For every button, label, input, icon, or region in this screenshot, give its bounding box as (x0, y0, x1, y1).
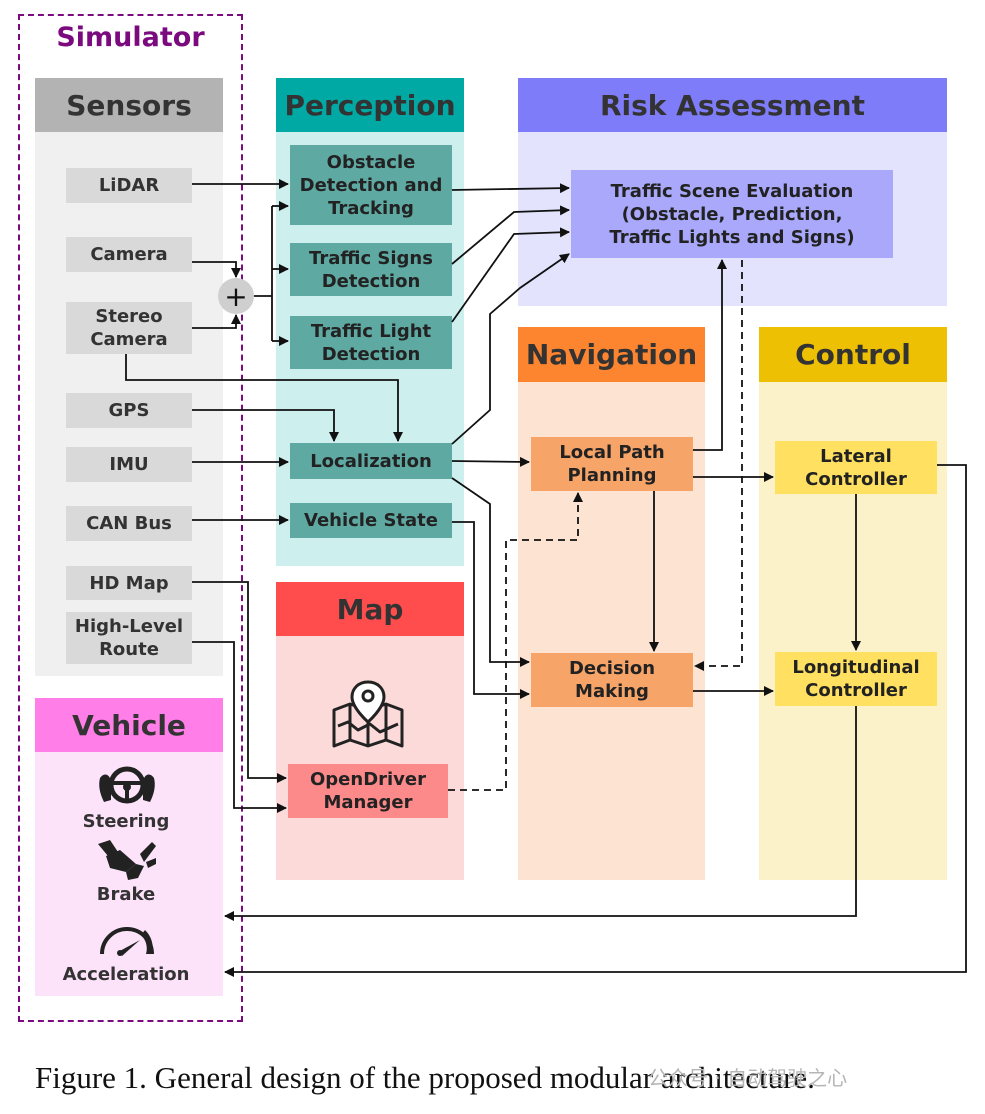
obstacle-detection-box: Obstacle Detection and Tracking (290, 145, 452, 225)
control-panel (759, 327, 947, 880)
traffic-light-detection-box: Traffic Light Detection (290, 316, 452, 369)
figure-caption: Figure 1. General design of the proposed… (35, 1060, 815, 1095)
sensor-high-level-route: High-Level Route (66, 612, 192, 664)
navigation-header: Navigation (518, 327, 705, 382)
simulator-title: Simulator (56, 22, 205, 53)
traffic-scene-evaluation-box: Traffic Scene Evaluation (Obstacle, Pred… (571, 170, 893, 258)
longitudinal-controller-box: Longitudinal Controller (775, 652, 937, 706)
sensor-can-bus: CAN Bus (66, 506, 192, 541)
map-pin-icon (328, 680, 408, 752)
speedometer-icon (96, 918, 158, 958)
perception-header: Perception (276, 78, 464, 132)
lateral-controller-box: Lateral Controller (775, 441, 937, 494)
navigation-panel (518, 327, 705, 880)
brake-label: Brake (96, 884, 156, 905)
sensor-camera: Camera (66, 237, 192, 272)
opendriver-manager-box: OpenDriver Manager (288, 764, 448, 818)
risk-header: Risk Assessment (518, 78, 947, 132)
sensor-gps: GPS (66, 393, 192, 428)
localization-box: Localization (290, 443, 452, 479)
local-path-planning-box: Local Path Planning (531, 437, 693, 491)
fusion-plus-symbol: + (224, 279, 248, 313)
vehicle-state-box: Vehicle State (290, 503, 452, 538)
sensor-stereo-camera: Stereo Camera (66, 302, 192, 354)
sensor-lidar: LiDAR (66, 168, 192, 203)
acceleration-label: Acceleration (62, 964, 190, 985)
decision-making-box: Decision Making (531, 653, 693, 707)
map-header: Map (276, 582, 464, 636)
vehicle-header: Vehicle (35, 698, 223, 752)
brake-pedal-icon (96, 838, 158, 882)
sensors-header: Sensors (35, 78, 223, 132)
steering-label: Steering (82, 811, 170, 832)
sensor-imu: IMU (66, 447, 192, 482)
sensor-hd-map: HD Map (66, 566, 192, 600)
steering-wheel-icon (98, 764, 156, 806)
sensor-fusion-node: + (218, 278, 254, 314)
control-header: Control (759, 327, 947, 382)
watermark-text: 公众号 · 自动驾驶之心 (648, 1066, 848, 1090)
traffic-signs-detection-box: Traffic Signs Detection (290, 243, 452, 296)
